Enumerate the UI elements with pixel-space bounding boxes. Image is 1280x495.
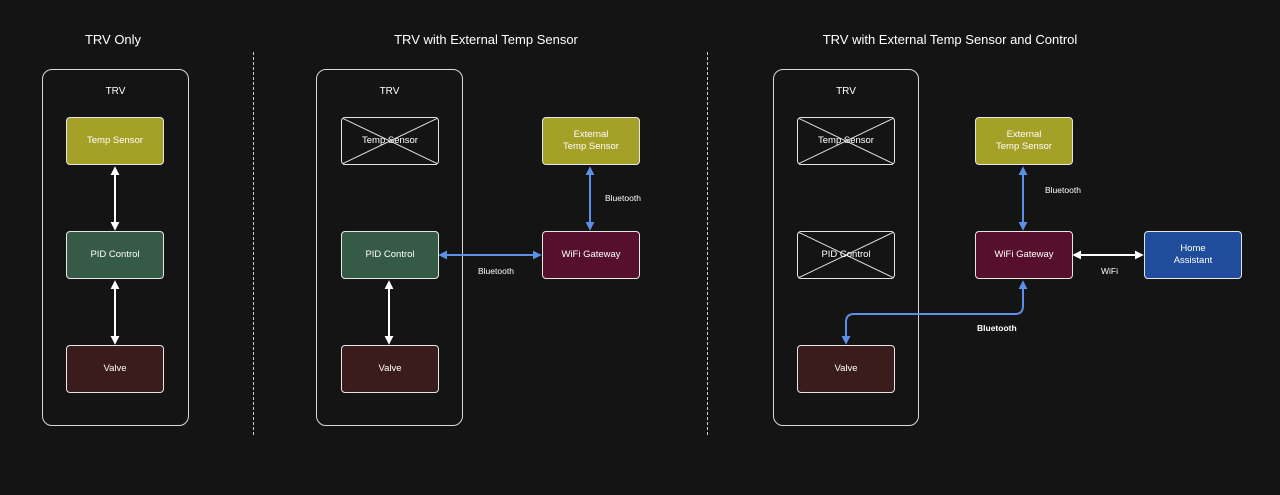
wifi-gateway-node: WiFi Gateway [542,231,640,279]
valve-node: Valve [341,345,439,393]
valve-label: Valve [378,363,402,374]
disabled-pid-control-node: PID Control [797,231,895,279]
edge-label-sensor-gateway: Bluetooth [605,193,641,203]
panel-3-title: TRV with External Temp Sensor and Contro… [822,32,1078,47]
trv-container-label: TRV [379,86,400,97]
pid-control-label: PID Control [365,249,415,260]
temp-sensor-label: Temp Sensor [362,135,418,146]
home-assistant-node: Home Assistant [1144,231,1242,279]
panel-1-title: TRV Only [84,32,142,47]
pid-control-label: PID Control [821,249,871,260]
trv-container-label: TRV [105,86,126,97]
external-temp-sensor-label: External Temp Sensor [563,129,619,152]
wifi-gateway-label: WiFi Gateway [561,249,621,260]
temp-sensor-label: Temp Sensor [87,135,143,146]
valve-node: Valve [797,345,895,393]
pid-control-label: PID Control [90,249,140,260]
cross-out-icon [342,118,438,164]
panel-divider [253,52,254,435]
edge-label-sensor-gateway: Bluetooth [1045,185,1081,195]
panel-divider [707,52,708,435]
temp-sensor-label: Temp Sensor [818,135,874,146]
trv-container: TRV [42,69,189,426]
edge-gateway-valve [841,280,1028,345]
edge-label-gateway-pid: Bluetooth [478,266,514,276]
temp-sensor-node: Temp Sensor [66,117,164,165]
edge-label-gateway-valve: Bluetooth [977,323,1017,333]
valve-node: Valve [66,345,164,393]
trv-container-label: TRV [836,86,856,97]
pid-control-node: PID Control [341,231,439,279]
panel-2-title: TRV with External Temp Sensor [394,32,578,47]
valve-label: Valve [103,363,127,374]
trv-container: TRV [773,69,919,426]
external-temp-sensor-node: External Temp Sensor [975,117,1073,165]
trv-container: TRV [316,69,463,426]
edge-label-gateway-ha: WiFi [1101,266,1118,276]
disabled-temp-sensor-node: Temp Sensor [341,117,439,165]
cross-out-icon [798,232,894,278]
home-assistant-label: Home Assistant [1173,243,1213,266]
wifi-gateway-label: WiFi Gateway [994,249,1054,260]
external-temp-sensor-node: External Temp Sensor [542,117,640,165]
cross-out-icon [798,118,894,164]
external-temp-sensor-label: External Temp Sensor [996,129,1052,152]
valve-label: Valve [834,363,858,374]
wifi-gateway-node: WiFi Gateway [975,231,1073,279]
disabled-temp-sensor-node: Temp Sensor [797,117,895,165]
pid-control-node: PID Control [66,231,164,279]
